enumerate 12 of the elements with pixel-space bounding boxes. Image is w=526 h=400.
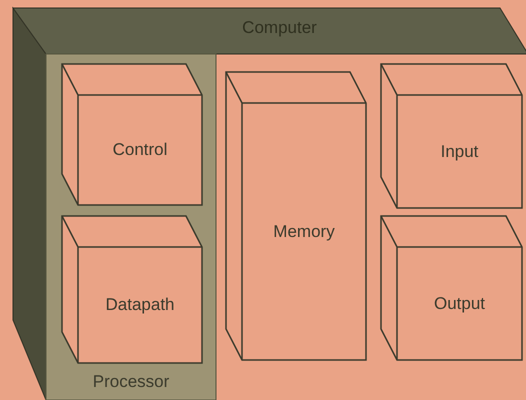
block-label: Control [112,140,168,160]
block-label: Input [440,142,478,162]
block-label: Datapath [106,295,174,315]
cube-block [381,64,522,208]
processor-panel [46,54,216,400]
block-label: Memory [273,222,335,242]
panel-label: Processor [92,372,170,392]
cube-block [62,64,202,205]
cube-block [381,216,522,360]
cube-block [226,72,366,360]
block-label: Output [434,294,486,314]
cube-block [62,216,202,363]
